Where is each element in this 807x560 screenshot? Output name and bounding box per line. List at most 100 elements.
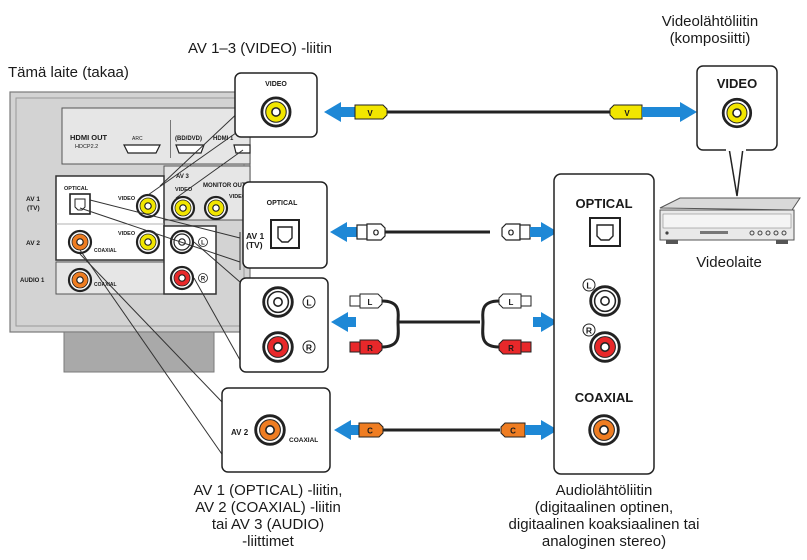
panel-audio1-coaxial: COAXIAL [94,282,117,288]
source-left-jack-icon [589,285,621,317]
panel-av1-video: VIDEO [118,196,136,202]
audio-connector-label: AV 1 (OPTICAL) -liitin, AV 2 (COAXIAL) -… [168,482,368,550]
callout-lines [79,107,244,461]
coax-plug-right-label: C [510,427,516,436]
analog-cable: L R L R [331,293,558,355]
left-plug-b-label: L [509,298,514,307]
panel-coaxial: COAXIAL [94,248,117,254]
panel-l: L [201,241,205,247]
callout-video-text: VIDEO [265,81,287,88]
hdmi-port-icon [123,144,161,154]
callout-optical-text: OPTICAL [267,200,298,207]
panel-av3: AV 3 [176,174,190,180]
panel-tv: (TV) [27,205,40,212]
optical-plug-left-label: O [373,229,379,238]
arrow-right-icon [680,102,697,122]
video-jack-icon [260,96,292,128]
analog-callout: L R [239,277,329,373]
coax-cable: C C [334,420,558,440]
audio-output-panel: OPTICAL L R COAXIAL [553,173,655,475]
arrow-right-icon [541,222,558,242]
panel-av3-video: VIDEO [175,187,193,193]
source-r-text: R [586,326,592,336]
panel-monitor-out: MONITOR OUT [203,183,246,189]
panel-audio1: AUDIO 1 [20,278,45,284]
audio1-coax-jack-icon [67,267,93,293]
audio-output-label-line: analoginen stereo) [541,533,667,550]
optical-plug-right-label: O [508,229,514,238]
source-optical-port-icon [589,217,621,247]
source-video-jack-icon [721,97,753,129]
audio-connector-label-line: -liittimet [242,533,294,550]
callout-av2-text: AV 2 [231,428,249,437]
panel-r: R [201,277,206,283]
source-coaxial-text: COAXIAL [575,390,634,405]
panel-monitor-video: VIDEO [229,194,247,200]
audio-connector-label-line: AV 2 (COAXIAL) -liitin [195,499,341,516]
monitor-out-jack-icon [203,195,229,221]
av2-video-jack-icon [135,229,161,255]
analog-right-jack-icon [262,331,294,363]
panel-av2: AV 2 [26,240,40,247]
panel-bd-dvd: (BD/DVD) [175,136,202,142]
arrow-left-icon [331,312,348,332]
panel-hdcp: HDCP2.2 [75,144,98,150]
av3-video-jack-icon [170,195,196,221]
panel-av1: AV 1 [26,196,40,203]
callout-av1-text: AV 1 [246,231,265,241]
audio-output-label-line: digitaalinen koaksiaalinen tai [508,516,700,533]
analog-left-jack-icon [262,286,294,318]
arrow-left-icon [324,102,341,122]
callout-l-text: L [306,298,311,308]
device-rear-panel: HDMI OUT HDCP2.2 ARC (BD/DVD) HDMI 1 AV … [9,91,251,373]
coax-callout: AV 2 COAXIAL [221,387,331,473]
coax-plug-left-label: C [367,427,373,436]
arrow-right-icon [541,312,558,332]
source-l-text: L [586,281,591,291]
optical-port-icon [69,193,91,215]
panel-hdmi-out: HDMI OUT [70,133,107,142]
video-plug-right-label: V [624,109,630,118]
arrow-left-icon [334,420,351,440]
audio-output-label-line: (digitaalinen optinen, [534,499,674,516]
left-plug-a-label: L [368,298,373,307]
video-connector-label: AV 1–3 (VIDEO) -liitin [188,40,332,57]
callout-r-text: R [306,343,312,353]
panel-arc: ARC [132,136,143,142]
optical-port-icon [270,219,300,249]
right-plug-b-label: R [508,344,514,353]
video-callout: VIDEO [234,72,318,138]
source-optical-text: OPTICAL [575,196,632,211]
arrow-left-icon [330,222,347,242]
video-device [659,197,801,244]
source-video-callout: VIDEO [696,65,778,197]
source-video-label: Videolähtöliitin (komposiitti) [620,13,800,47]
panel-optical: OPTICAL [64,186,89,192]
video-plug-left-label: V [367,109,373,118]
audio-connector-label-line: tai AV 3 (AUDIO) [211,516,325,533]
right-plug-a-label: R [367,344,373,353]
arrow-right-icon [541,420,558,440]
video-device-label: Videolaite [696,254,762,271]
source-video-text: VIDEO [717,76,757,91]
optical-callout: OPTICAL AV 1 (TV) [242,181,328,269]
source-video-label-line: Videolähtöliitin [661,13,759,30]
av1-video-jack-icon [135,193,161,219]
source-coax-jack-icon [588,414,620,446]
audio-output-label: Audiolähtöliitin (digitaalinen optinen, … [482,482,726,550]
video-cable: V V [324,102,697,122]
hdmi-port-icon [233,144,251,154]
callout-tv-text: (TV) [246,240,263,250]
av2-coax-jack-icon [67,229,93,255]
source-right-jack-icon [589,331,621,363]
callout-coaxial-text: COAXIAL [289,437,318,444]
optical-cable: O O [330,222,558,242]
audio-output-label-line: Audiolähtöliitin [555,482,653,499]
audio-connector-label-line: AV 1 (OPTICAL) -liitin, [193,482,343,499]
panel-hdmi1: HDMI 1 [213,136,234,142]
panel-av2-video: VIDEO [118,231,136,237]
av3-audio-right-jack-icon [169,265,195,291]
coax-jack-icon [254,414,286,446]
source-video-label-line: (komposiitti) [669,30,751,47]
